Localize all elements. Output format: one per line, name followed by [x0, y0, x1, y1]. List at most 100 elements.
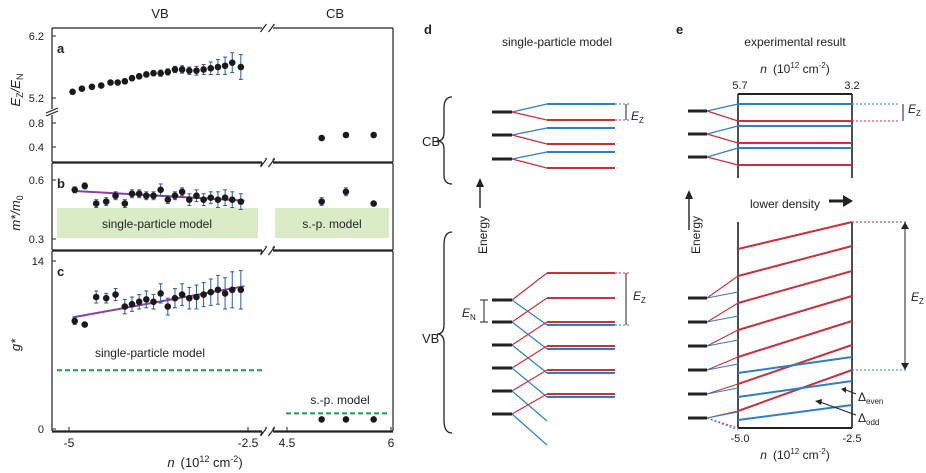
axis-break-slash	[260, 23, 267, 33]
point-c-vb	[237, 286, 245, 294]
d-cb-fan-blue-0	[511, 103, 548, 113]
e-vb-fan-blue-5	[706, 411, 739, 419]
point-a-vb	[185, 67, 193, 75]
panel-e-title: experimental result	[744, 35, 846, 49]
yaxis-break-mask	[46, 109, 58, 115]
spm-label-c-cb: s.-p. model	[310, 393, 369, 407]
ylabel-c: g*	[8, 338, 23, 351]
panel-frames	[51, 27, 394, 433]
e-vb-blue-0	[737, 356, 853, 374]
ytick-a-6.2: 6.2	[29, 31, 44, 43]
panel-e-bottom-n-label: n(1012 cm-2)	[760, 447, 829, 462]
point-c-vb	[121, 303, 129, 310]
point-c-cb	[370, 416, 377, 423]
point-b-vb	[200, 196, 207, 203]
point-b-vb	[121, 200, 129, 207]
e-cb-fan-blue-0	[706, 103, 739, 112]
point-a-vb	[121, 77, 129, 85]
panel-e-top-tick-5.7: 5.7	[732, 80, 747, 92]
panel-d-en: EN	[462, 306, 476, 322]
e-cb-fan-red-0	[706, 110, 739, 122]
point-a-vb	[150, 69, 157, 77]
e-cb-fan-blue-2	[706, 147, 739, 158]
point-b-vb	[157, 186, 164, 194]
panel-e-delta-even: Δeven	[858, 390, 883, 406]
point-c-vb	[157, 290, 164, 297]
point-a-vb	[128, 74, 136, 82]
point-b-vb	[164, 196, 172, 203]
point-a-vb	[143, 71, 150, 78]
panel-d: d single-particle model CB VB Energy EZ …	[422, 22, 646, 446]
point-b-vb	[143, 192, 150, 200]
point-b-vb	[135, 190, 143, 198]
energy-arrowhead-e	[685, 190, 693, 199]
point-a-cb	[370, 131, 377, 139]
point-c-vb	[221, 290, 229, 297]
point-a-cb	[342, 131, 350, 139]
point-b-vb	[207, 194, 215, 201]
point-b-vb	[102, 198, 110, 205]
panel-label-a: a	[57, 41, 65, 56]
chart-marks	[57, 52, 390, 423]
panel-label-e: e	[676, 22, 683, 37]
point-b-vb	[128, 190, 136, 198]
ylabel-b: m*/m0	[8, 195, 25, 230]
point-a-cb	[318, 134, 325, 142]
panel-d-ez-vb: EZ	[633, 289, 646, 305]
xtick-4.5: 4.5	[279, 436, 296, 450]
point-b-vb	[71, 186, 79, 194]
point-c-vb	[81, 321, 89, 328]
point-b-vb	[112, 192, 119, 200]
spm-label-b: single-particle model	[102, 217, 212, 231]
panel-e-levels	[685, 93, 909, 431]
e-vb-red-4	[737, 320, 853, 358]
panel-d-vb: VB	[422, 331, 439, 346]
ytick-a-0.8: 0.8	[29, 118, 44, 130]
panel-label-d: d	[424, 22, 432, 37]
point-c-vb	[207, 288, 215, 296]
point-a-vb	[164, 68, 172, 76]
point-b-vb	[193, 192, 200, 200]
point-b-vb	[171, 192, 179, 200]
e-vb-red-0	[737, 221, 853, 250]
point-b-vb	[150, 192, 157, 200]
point-c-vb	[164, 303, 172, 310]
axis-break-mask	[262, 24, 273, 32]
d-vb-fan-blue-2	[511, 344, 548, 374]
spm-box-cb	[275, 208, 389, 238]
axis-break-mask	[262, 247, 273, 255]
e-vb-fan-blue-0	[706, 291, 739, 299]
panel-d-title: single-particle model	[502, 35, 612, 49]
point-b-vb	[178, 188, 186, 196]
point-c-vb	[193, 293, 200, 301]
axis-break-slash	[260, 158, 267, 168]
point-c-vb	[178, 291, 186, 298]
xlabel-bottom: n(1012 cm-2)	[167, 454, 242, 470]
yaxis-break-slash	[45, 110, 59, 117]
panel-d-ez-top: EZ	[631, 109, 644, 125]
point-a-vb	[228, 59, 236, 66]
point-c-vb	[102, 294, 110, 302]
e-vb-blue-1	[737, 380, 853, 398]
d-vb-fan-blue-1	[511, 321, 548, 350]
point-a-vb	[171, 66, 179, 73]
point-b-vb	[221, 194, 229, 201]
ytick-a-5.2: 5.2	[29, 93, 44, 105]
point-c-vb	[214, 286, 222, 294]
point-a-vb	[135, 73, 143, 80]
point-b-cb	[318, 198, 325, 205]
e-vb-fan-blue-2	[706, 339, 739, 347]
point-c-vb	[171, 294, 179, 302]
e-delta-odd-arrowhead	[815, 399, 822, 405]
d-vb-fan-red-2	[511, 321, 548, 346]
panels-abc: VB CB a b c 6.2 5.2 0.8 0.4 0.6 0.3 14 0…	[8, 6, 395, 470]
d-cb-fan-blue-1	[511, 127, 548, 136]
axis-breaks	[45, 23, 275, 437]
ytick-c-14: 14	[32, 256, 44, 268]
header-vb: VB	[151, 6, 168, 21]
spm-label-b-cb: s.-p. model	[302, 217, 361, 231]
e-vb-fan-red-4	[706, 383, 739, 395]
d-cb-fan-red-1	[511, 134, 548, 145]
e-vb-fan-dot-blue	[706, 417, 739, 431]
point-c-vb	[200, 291, 207, 298]
